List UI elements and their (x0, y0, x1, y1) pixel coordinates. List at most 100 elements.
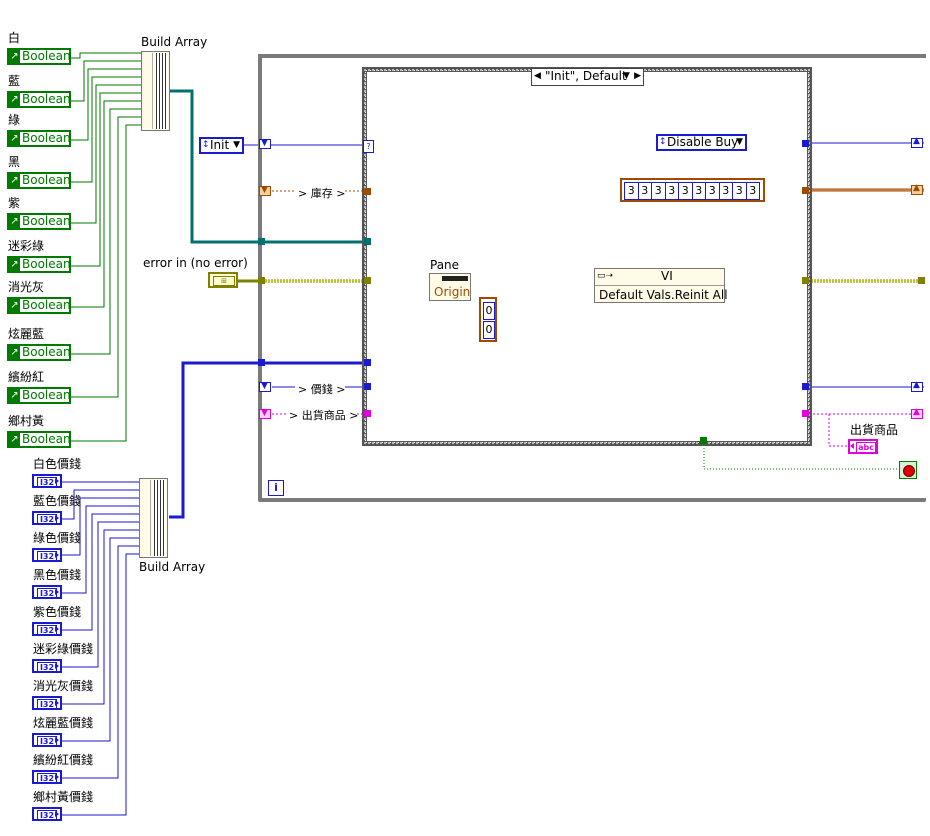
price-label-green: 綠色價錢 (33, 531, 82, 545)
pane-property-node[interactable]: Origin (429, 273, 471, 301)
case-tunnel-price-out (802, 383, 809, 390)
array-element[interactable]: 3 (639, 183, 652, 199)
wire-label-shipped: > 出貨商品 > (289, 409, 359, 422)
pane-class-label: Pane (430, 258, 460, 272)
price-label-black: 黑色價錢 (33, 568, 82, 582)
bool-label-blue: 藍 (8, 74, 21, 88)
case-next-icon[interactable]: ▶ (634, 71, 641, 81)
boolean-control-black[interactable]: ↗Boolean (7, 172, 71, 189)
bool-label-white: 白 (8, 31, 21, 45)
array-element[interactable]: 3 (749, 184, 757, 197)
case-tunnel-state-out (802, 140, 809, 147)
build-array-top-label: Build Array (141, 35, 208, 49)
bool-label-black: 黑 (8, 155, 21, 169)
boolean-control-white[interactable]: ↗Boolean (7, 48, 71, 65)
stop-terminal[interactable] (899, 461, 917, 479)
case-tunnel-error-in (364, 277, 371, 284)
price-control-matte-grey[interactable]: I32 (32, 696, 62, 710)
price-control-blue[interactable]: I32 (32, 511, 62, 525)
price-label-dazzle-blue: 炫麗藍價錢 (33, 716, 94, 730)
stop-icon (903, 465, 915, 477)
bool-label-camo: 迷彩綠 (8, 239, 45, 253)
case-tunnel-price-in (364, 383, 371, 390)
case-prev-icon[interactable]: ◀ (534, 71, 541, 81)
tunnel-error-out (918, 277, 925, 284)
cluster-element[interactable]: 0 (483, 302, 495, 320)
boolean-control-country-yellow[interactable]: ↗Boolean (7, 431, 71, 448)
boolean-control-dazzle-blue[interactable]: ↗Boolean (7, 344, 71, 361)
error-in-cluster[interactable]: ⊞ (208, 272, 238, 288)
price-label-white: 白色價錢 (33, 457, 82, 471)
case-selector-terminal[interactable]: ? (363, 140, 374, 153)
price-control-camo[interactable]: I32 (32, 659, 62, 673)
disable-buy-enum-constant[interactable]: ↕ Disable Buy ▼ (656, 134, 747, 151)
build-array-bottom-node[interactable] (139, 478, 168, 558)
shift-register-shipped-left[interactable]: ▼ (259, 408, 271, 419)
invoke-refnum-icon: ▭➝ (597, 271, 614, 281)
case-tunnel-price-array (364, 359, 371, 366)
boolean-control-vivid-red[interactable]: ↗Boolean (7, 387, 71, 404)
bool-label-green: 綠 (8, 113, 21, 127)
case-structure[interactable] (362, 67, 812, 446)
array-element[interactable]: 3 (720, 183, 733, 199)
boolean-wires (70, 52, 141, 442)
cluster-icon: ⊞ (213, 276, 235, 286)
shift-register-shipped-right[interactable]: ▲ (911, 407, 923, 419)
case-tunnel-inventory-out (802, 187, 809, 194)
boolean-control-matte-grey[interactable]: ↗Boolean (7, 297, 71, 314)
inventory-array-constant[interactable]: 3 3 3 3 3 3 3 3 3 3 (620, 178, 765, 202)
boolean-control-camo[interactable]: ↗Boolean (7, 256, 71, 273)
boolean-control-purple[interactable]: ↗Boolean (7, 213, 71, 230)
array-element[interactable]: 3 (679, 183, 693, 199)
boolean-control-blue[interactable]: ↗Boolean (7, 91, 71, 108)
shift-register-price-right[interactable]: ▲ (911, 380, 923, 392)
case-tunnel-stop-out (700, 437, 707, 444)
array-element[interactable]: 3 (652, 183, 666, 199)
enum-arrows-icon: ↕ (202, 140, 210, 150)
shift-register-inventory-right[interactable]: ▲ (911, 183, 923, 195)
array-element[interactable]: 3 (693, 183, 706, 199)
array-element[interactable]: 3 (733, 183, 747, 199)
bool-label-matte-grey: 消光灰 (8, 280, 45, 294)
bool-label-vivid-red: 繽紛紅 (8, 370, 45, 384)
shift-register-price-left[interactable]: ▼ (259, 381, 271, 392)
cluster-element[interactable]: 0 (483, 321, 495, 339)
boolean-control-green[interactable]: ↗Boolean (7, 130, 71, 147)
price-control-green[interactable]: I32 (32, 548, 62, 562)
case-tunnel-error-out (802, 277, 809, 284)
vi-invoke-node[interactable]: ▭➝ VI Default Vals.Reinit All (594, 268, 728, 303)
price-label-camo: 迷彩綠價錢 (33, 642, 94, 656)
inventory-array-elements: 3 3 3 3 3 3 3 3 3 3 (624, 182, 760, 200)
case-tunnel-shipped-out (802, 410, 809, 417)
shift-register-state-right[interactable]: ▲ (911, 136, 923, 148)
enum-arrows-icon: ↕ (659, 137, 667, 147)
price-control-white[interactable]: I32 (32, 474, 62, 488)
price-wires (62, 481, 139, 816)
shipped-indicator[interactable]: abc (848, 439, 878, 454)
refnum-icon (442, 276, 468, 281)
price-label-country-yellow: 鄉村黃價錢 (33, 790, 94, 804)
shift-register-inventory-left[interactable]: ▼ (259, 185, 271, 196)
chevron-down-icon[interactable]: ▼ (623, 71, 630, 81)
price-label-vivid-red: 繽紛紅價錢 (33, 753, 94, 767)
shift-register-state-left[interactable]: ▼ (259, 138, 271, 149)
origin-cluster-constant[interactable]: 0 0 (479, 297, 497, 342)
wire-label-inventory: > 庫存 > (298, 187, 346, 200)
price-control-country-yellow[interactable]: I32 (32, 807, 62, 821)
price-control-dazzle-blue[interactable]: I32 (32, 733, 62, 747)
wire-label-price: > 價錢 > (298, 383, 346, 396)
price-label-purple: 紫色價錢 (33, 605, 82, 619)
price-control-black[interactable]: I32 (32, 585, 62, 599)
price-control-vivid-red[interactable]: I32 (32, 770, 62, 784)
init-enum-constant[interactable]: ↕ Init ▼ (199, 137, 244, 154)
price-control-purple[interactable]: I32 (32, 622, 62, 636)
build-array-top-node[interactable] (141, 51, 170, 131)
price-label-blue: 藍色價錢 (33, 494, 82, 508)
case-tunnel-shipped-in (364, 410, 371, 417)
bool-label-purple: 紫 (8, 196, 21, 210)
array-element[interactable]: 3 (625, 183, 639, 199)
array-element[interactable]: 3 (666, 183, 679, 199)
case-selector[interactable]: ◀ "Init", Default ▼ ▶ (531, 68, 644, 86)
chevron-down-icon: ▼ (233, 140, 240, 150)
array-element[interactable]: 3 (706, 183, 720, 199)
